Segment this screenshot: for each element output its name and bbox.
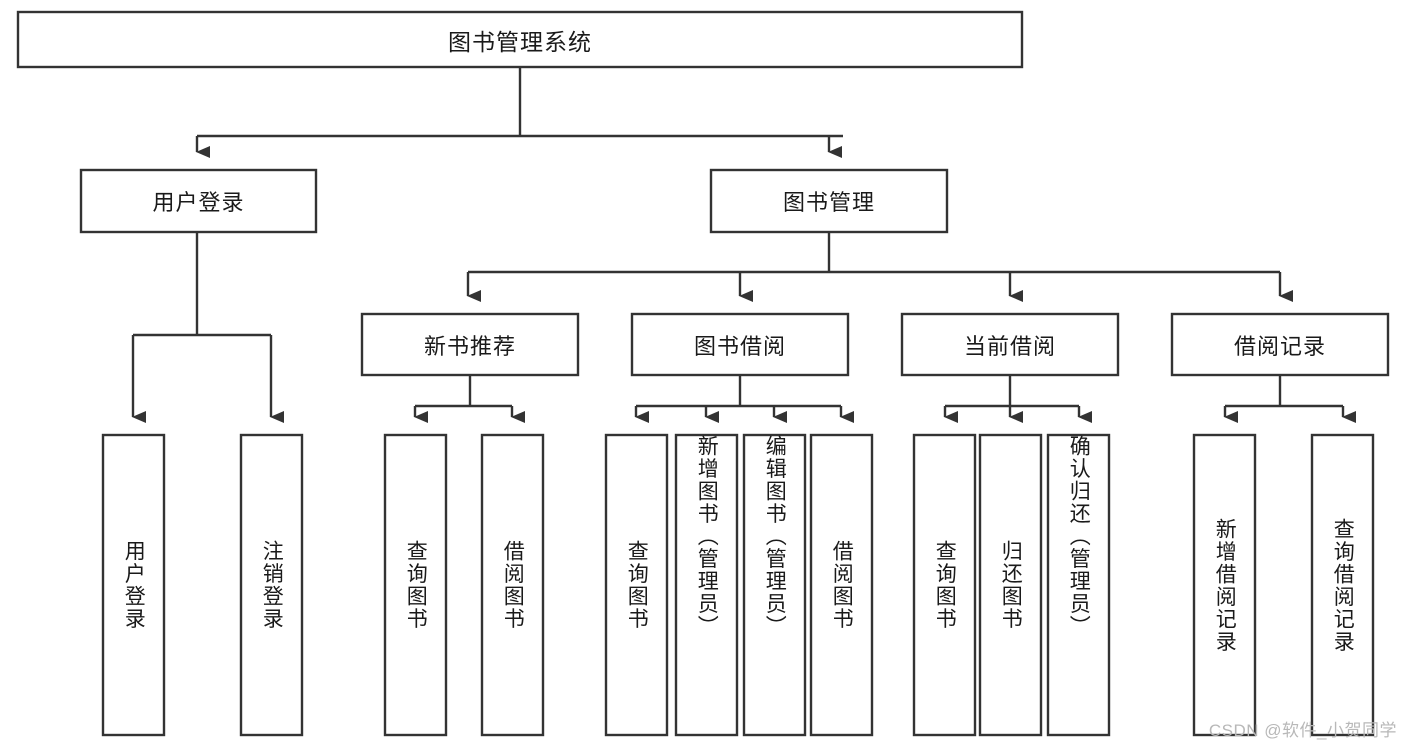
node-leaf-return-book[interactable] xyxy=(978,433,1043,737)
node-user-login[interactable] xyxy=(79,168,318,234)
node-leaf-logout-login[interactable] xyxy=(239,433,304,737)
node-leaf-confirm-return[interactable] xyxy=(1046,433,1111,737)
node-leaf-edit-book[interactable] xyxy=(742,433,807,737)
node-leaf-borrow-book-2[interactable] xyxy=(809,433,874,737)
connector-new-book-recommend-to-leaves xyxy=(413,375,525,423)
node-borrow-record[interactable] xyxy=(1170,312,1390,377)
node-book-borrow[interactable] xyxy=(630,312,850,377)
node-leaf-query-record[interactable] xyxy=(1310,433,1375,737)
connector-user-login-to-leaves xyxy=(131,232,284,423)
node-leaf-add-record[interactable] xyxy=(1192,433,1257,737)
node-current-borrow[interactable] xyxy=(900,312,1120,377)
node-leaf-add-book[interactable] xyxy=(674,433,739,737)
node-book-management[interactable] xyxy=(709,168,949,234)
node-leaf-borrow-book-1[interactable] xyxy=(480,433,545,737)
connector-book-borrow-to-leaves xyxy=(634,375,854,423)
node-leaf-query-book-2[interactable] xyxy=(604,433,669,737)
node-root[interactable] xyxy=(16,10,1024,69)
node-leaf-query-book-1[interactable] xyxy=(383,433,448,737)
node-leaf-query-book-3[interactable] xyxy=(912,433,977,737)
node-new-book-recommend[interactable] xyxy=(360,312,580,377)
node-leaf-user-login[interactable] xyxy=(101,433,166,737)
connector-current-borrow-to-leaves xyxy=(943,375,1092,423)
connector-book-management-to-level3 xyxy=(466,232,1293,302)
connector-root-to-level2 xyxy=(195,67,843,158)
connector-borrow-record-to-leaves xyxy=(1223,375,1356,423)
